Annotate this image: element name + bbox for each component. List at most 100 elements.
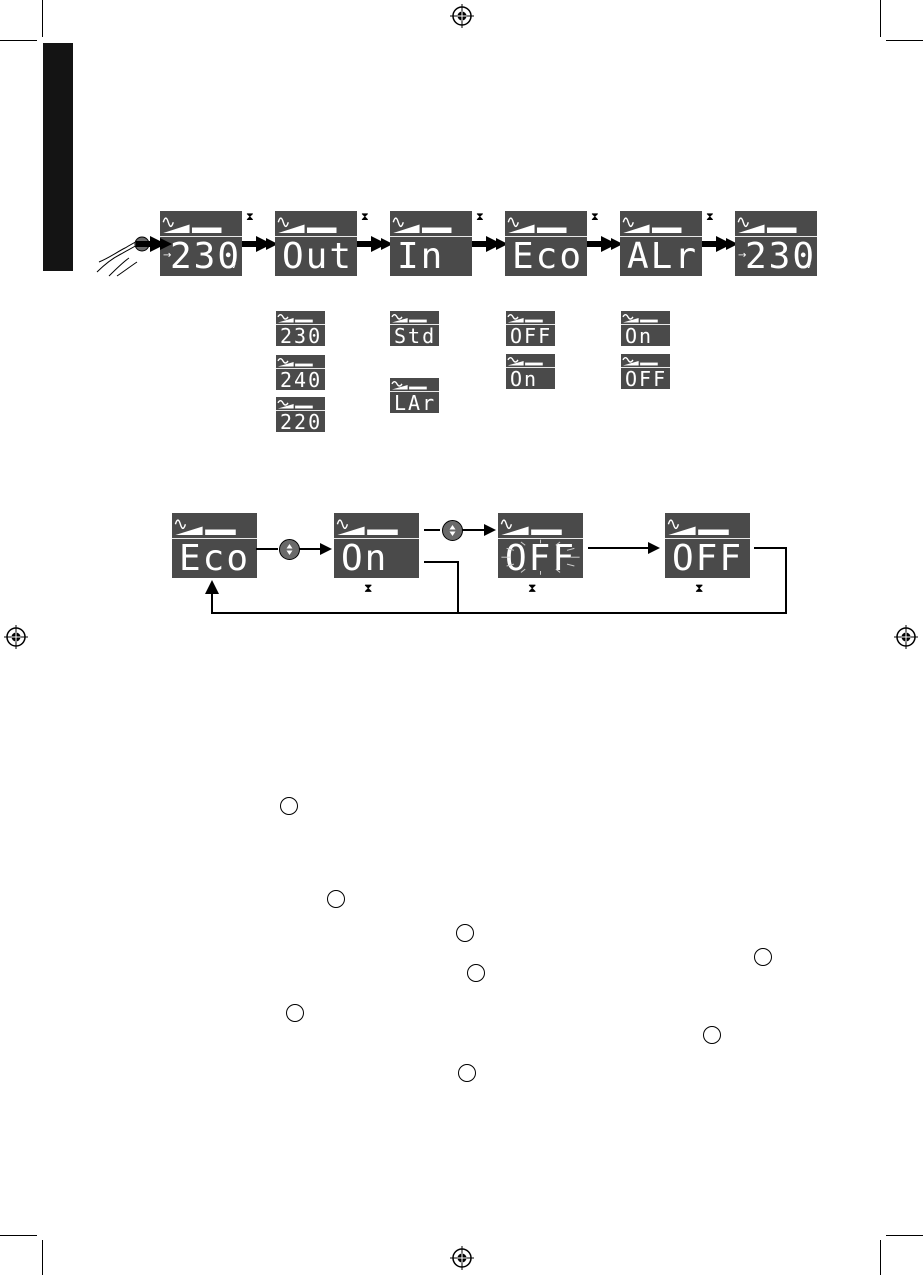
language-tab bbox=[43, 43, 73, 271]
sine-wave-icon bbox=[277, 314, 289, 320]
eco-flow-connectors bbox=[205, 524, 787, 614]
hourglass-icon: ⧗ bbox=[361, 210, 369, 223]
lcd-value: OFF bbox=[672, 538, 744, 579]
crop-mark bbox=[0, 1235, 37, 1236]
lcd-value: In bbox=[397, 236, 445, 277]
sine-wave-icon bbox=[622, 357, 634, 363]
reference-circle bbox=[458, 1064, 476, 1082]
sequence-arrow bbox=[702, 236, 738, 252]
crop-mark bbox=[0, 40, 37, 41]
crop-mark bbox=[880, 1240, 881, 1275]
hourglass-icon: ⧗ bbox=[706, 210, 714, 223]
lcd-value: LAr bbox=[394, 391, 437, 413]
sine-wave-icon bbox=[174, 519, 187, 530]
registration-mark-icon bbox=[894, 625, 918, 649]
lcd-display: OFF bbox=[665, 513, 750, 578]
crop-mark bbox=[886, 1235, 923, 1236]
up-down-button-icon bbox=[442, 520, 463, 541]
lcd-value: ALr bbox=[627, 236, 699, 277]
hourglass-icon: ⧗ bbox=[528, 581, 537, 595]
sine-wave-icon bbox=[277, 400, 289, 406]
lcd-option-display: On bbox=[506, 354, 555, 389]
hourglass-icon: ⧗ bbox=[695, 581, 704, 595]
lcd-value: Eco bbox=[512, 236, 584, 277]
hourglass-icon: ⧗ bbox=[364, 581, 373, 595]
lcd-value: On bbox=[341, 538, 389, 579]
registration-mark-icon bbox=[4, 625, 28, 649]
lcd-value: Out bbox=[282, 236, 354, 277]
lcd-option-display: LAr bbox=[390, 378, 439, 413]
up-down-button-icon bbox=[279, 539, 300, 560]
sine-wave-icon bbox=[507, 314, 519, 320]
sine-wave-icon bbox=[622, 217, 634, 228]
lcd-option-display: OFF bbox=[506, 311, 555, 346]
reference-circle bbox=[456, 924, 474, 942]
lcd-value: OFF bbox=[625, 367, 668, 389]
blink-rays bbox=[501, 539, 580, 575]
lcd-value: 240 bbox=[280, 368, 323, 390]
lcd-display: Eco bbox=[172, 513, 257, 578]
lcd-option-display: Std bbox=[390, 311, 439, 346]
sine-wave-icon bbox=[622, 314, 634, 320]
plug-icon: → bbox=[163, 250, 172, 262]
lcd-option-display: 220 bbox=[276, 397, 325, 432]
lcd-value: On bbox=[510, 367, 539, 389]
sine-wave-icon bbox=[277, 217, 289, 228]
lcd-option-display: 230 bbox=[276, 311, 325, 346]
lcd-unit: v bbox=[806, 261, 811, 270]
sequence-arrow bbox=[472, 236, 508, 252]
lcd-value: 230 bbox=[280, 324, 323, 346]
lcd-value: 230 bbox=[745, 236, 817, 277]
sine-wave-icon bbox=[277, 358, 289, 364]
lcd-display: Eco bbox=[505, 211, 587, 276]
sequence-arrow bbox=[136, 236, 172, 252]
lcd-value: Std bbox=[394, 324, 437, 346]
sine-wave-icon bbox=[667, 519, 680, 530]
registration-mark-icon bbox=[450, 4, 474, 28]
sine-wave-icon bbox=[737, 217, 749, 228]
hourglass-icon: ⧗ bbox=[476, 210, 484, 223]
lcd-value: On bbox=[625, 324, 654, 346]
lcd-display: Out bbox=[275, 211, 357, 276]
lcd-option-display: 240 bbox=[276, 355, 325, 390]
sequence-arrow bbox=[242, 236, 278, 252]
lcd-value: Eco bbox=[179, 538, 251, 579]
sine-wave-icon bbox=[336, 519, 349, 530]
registration-mark-icon bbox=[450, 1246, 474, 1270]
lcd-option-display: OFF bbox=[621, 354, 670, 389]
lcd-value: 230 bbox=[170, 236, 242, 277]
crop-mark bbox=[880, 0, 881, 37]
hourglass-icon: ⧗ bbox=[246, 210, 254, 223]
crop-mark bbox=[42, 1240, 43, 1275]
crop-mark bbox=[42, 0, 43, 37]
hourglass-icon: ⧗ bbox=[591, 210, 599, 223]
sine-wave-icon bbox=[507, 217, 519, 228]
sine-wave-icon bbox=[391, 314, 403, 320]
lcd-value: OFF bbox=[505, 538, 577, 579]
sine-wave-icon bbox=[500, 519, 513, 530]
sine-wave-icon bbox=[162, 217, 174, 228]
reference-circle bbox=[327, 890, 345, 908]
reference-circle bbox=[467, 964, 485, 982]
reference-circle bbox=[703, 1026, 721, 1044]
lcd-display: On bbox=[334, 513, 419, 578]
sequence-arrow bbox=[357, 236, 393, 252]
sequence-arrow bbox=[587, 236, 623, 252]
sine-wave-icon bbox=[391, 381, 403, 387]
lcd-option-display: On bbox=[621, 311, 670, 346]
crop-mark bbox=[886, 40, 923, 41]
lcd-value: OFF bbox=[510, 324, 553, 346]
lcd-display: OFF bbox=[498, 513, 583, 579]
reference-circle bbox=[754, 948, 772, 966]
lcd-value: 220 bbox=[280, 410, 323, 432]
sine-wave-icon bbox=[507, 357, 519, 363]
lcd-display: In bbox=[390, 211, 472, 276]
sine-wave-icon bbox=[392, 217, 404, 228]
plug-icon: → bbox=[738, 250, 747, 262]
lcd-display: ALr bbox=[620, 211, 702, 276]
reference-circle bbox=[280, 797, 298, 815]
lcd-unit: v bbox=[231, 261, 236, 270]
reference-circle bbox=[286, 1004, 304, 1022]
